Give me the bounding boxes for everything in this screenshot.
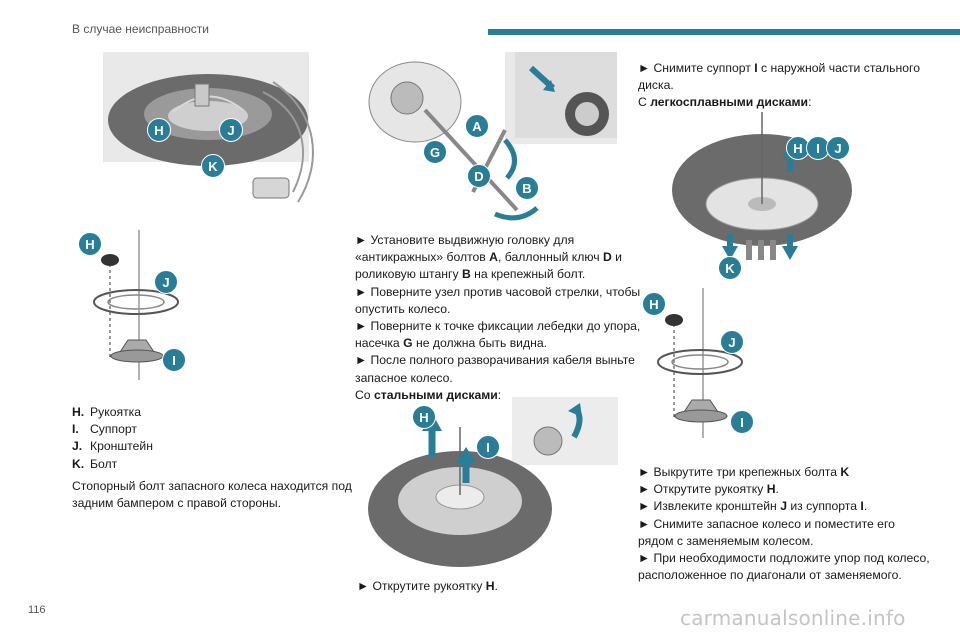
legend-row: J.Кронштейн <box>72 439 153 454</box>
badge-h: H <box>412 405 436 429</box>
badge-a: A <box>465 114 489 138</box>
badge-i: I <box>730 410 754 434</box>
header-accent-bar <box>488 29 960 35</box>
page-number: 116 <box>28 604 46 616</box>
badge-h: H <box>78 232 102 256</box>
figure-steel-wheel: H I <box>362 397 620 571</box>
badge-j: J <box>154 270 178 294</box>
steel-wheel-step: ► Снимите суппорт I с наружной части ста… <box>638 61 920 110</box>
legend-row: K.Болт <box>72 456 118 471</box>
badge-g: G <box>423 140 447 164</box>
alloy-wheel-steps: ► Выкрутите три крепежных болта K ► Откр… <box>638 465 930 583</box>
figure-spare-wheel-top: H J K <box>103 52 333 222</box>
legend-row: I.Суппорт <box>72 422 137 437</box>
badge-j: J <box>720 330 744 354</box>
badge-d: D <box>467 164 491 188</box>
figure-parts-left: H J I <box>76 230 196 390</box>
page-header-title: В случае неисправности <box>72 22 209 36</box>
winch-instructions: ► Установите выдвижную головку для «анти… <box>355 233 641 402</box>
badge-k: K <box>201 154 225 178</box>
badge-b: B <box>515 176 539 200</box>
badge-i: I <box>162 348 186 372</box>
figure-alloy-wheel: H I J K <box>670 112 860 286</box>
legend: H.Рукоятка I.Суппорт J.Кронштейн K.Болт <box>72 404 332 473</box>
badge-j: J <box>219 118 243 142</box>
figure-parts-right: H J I <box>640 288 760 448</box>
bolt-location-paragraph: Стопорный болт запасного колеса находитс… <box>72 479 352 511</box>
badge-h: H <box>642 292 666 316</box>
badge-h: H <box>147 118 171 142</box>
watermark: carmanualsonline.info <box>680 606 906 630</box>
badge-k: K <box>718 256 742 280</box>
legend-row: H.Рукоятка <box>72 405 142 419</box>
figure-winch-wrench: A G D B <box>355 52 617 224</box>
unscrew-handle-step: ► Открутите рукоятку H. <box>357 579 498 593</box>
badge-i: I <box>476 435 500 459</box>
badge-j: J <box>826 136 850 160</box>
